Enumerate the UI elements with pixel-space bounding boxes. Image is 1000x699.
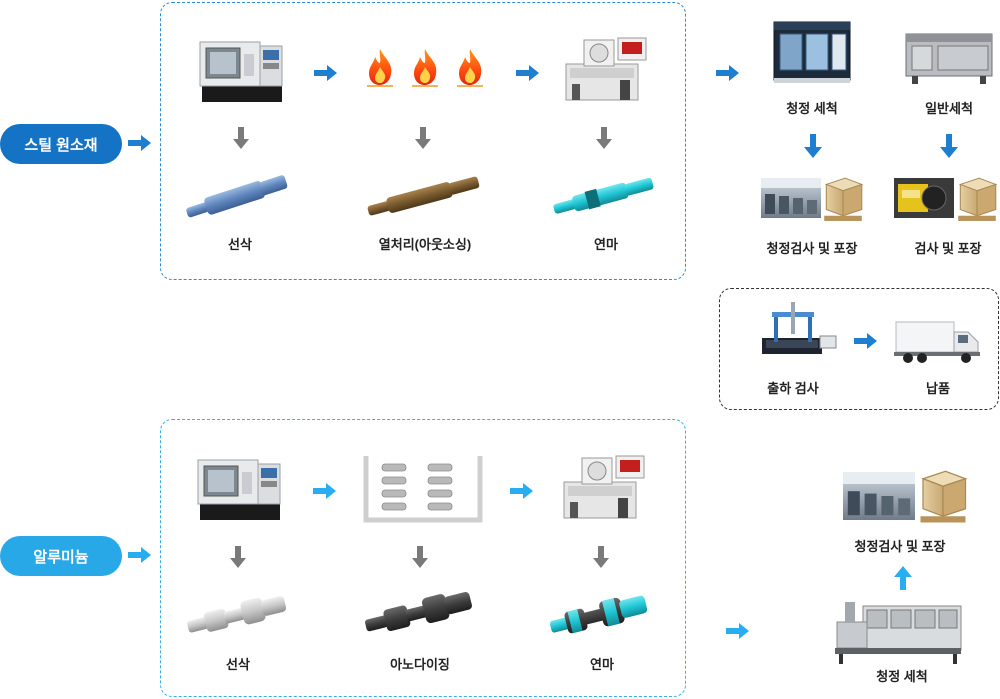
- grinding-machine-icon: [562, 34, 652, 104]
- steel-material-pill: 스틸 원소재: [0, 124, 122, 164]
- cardboard-box-icon: [956, 174, 998, 222]
- shipping-inspection-label: 출하 검사: [767, 381, 819, 396]
- aluminum-step-label: 아노다이징: [390, 657, 450, 672]
- steel-cleaning-label: 일반세척: [925, 101, 973, 116]
- inspection-photo-icon: [894, 178, 954, 218]
- aluminum-material-pill: 알루미늄: [0, 536, 122, 576]
- truck-icon: [892, 316, 982, 366]
- factory-photo-icon: [843, 470, 915, 522]
- cnc-lathe-icon: [196, 36, 286, 106]
- arrow-right-icon: [726, 623, 749, 639]
- aluminum-part-ground-icon: [549, 595, 648, 634]
- steel-cleaning-label: 청정 세척: [786, 101, 838, 116]
- aluminum-packing-label: 청정검사 및 포장: [854, 539, 946, 554]
- arrow-right-icon: [128, 135, 151, 151]
- steel-shaft-ground-icon: [553, 177, 654, 214]
- wash-line-machine-icon: [833, 596, 963, 666]
- steel-step-label: 열처리(아웃소싱): [378, 237, 472, 252]
- shipping-box: [719, 288, 999, 410]
- steel-material-label: 스틸 원소재: [24, 136, 98, 154]
- arrow-down-icon: [415, 127, 431, 149]
- arrow-down-icon: [593, 546, 609, 568]
- cnc-lathe-icon: [194, 454, 284, 524]
- aluminum-cleaning-label: 청정 세척: [876, 669, 928, 684]
- steel-packing-label: 청정검사 및 포장: [766, 241, 858, 256]
- flame-icon: [455, 46, 485, 88]
- arrow-down-icon: [230, 546, 246, 568]
- arrow-right-icon: [516, 65, 539, 81]
- arrow-down-icon: [233, 127, 249, 149]
- steel-step-label: 선삭: [228, 237, 252, 252]
- steel-process-box: [160, 2, 686, 280]
- arrow-up-icon: [894, 566, 912, 590]
- aluminum-material-label: 알루미늄: [33, 548, 89, 566]
- flame-icon: [365, 46, 395, 88]
- anodizing-tank-icon: [363, 456, 483, 523]
- arrow-right-icon: [854, 333, 877, 349]
- general-washer-icon: [904, 26, 994, 86]
- cardboard-box-icon: [918, 466, 968, 524]
- arrow-down-icon: [940, 134, 958, 158]
- aluminum-step-label: 연마: [590, 657, 614, 672]
- cmm-inspection-machine-icon: [758, 300, 838, 360]
- delivery-label: 납품: [926, 381, 950, 396]
- steel-shaft-heat-treated-icon: [367, 176, 480, 216]
- aluminum-part-turned-icon: [187, 596, 287, 633]
- arrow-right-icon: [716, 65, 739, 81]
- aluminum-step-label: 선삭: [226, 657, 250, 672]
- arrow-right-icon: [314, 65, 337, 81]
- flame-icon: [410, 46, 440, 88]
- arrow-down-icon: [412, 546, 428, 568]
- steel-packing-label: 검사 및 포장: [914, 241, 982, 256]
- arrow-down-icon: [804, 134, 822, 158]
- factory-photo-icon: [761, 178, 821, 218]
- aluminum-process-box: [160, 419, 686, 697]
- arrow-right-icon: [510, 483, 533, 499]
- steel-shaft-turned-icon: [186, 175, 288, 218]
- grinding-machine-icon: [560, 452, 650, 522]
- aluminum-part-anodized-icon: [365, 592, 472, 632]
- clean-cleaning-machine-icon: [772, 16, 852, 86]
- arrow-right-icon: [128, 547, 151, 563]
- arrow-right-icon: [313, 483, 336, 499]
- steel-step-label: 연마: [594, 237, 618, 252]
- cardboard-box-icon: [822, 174, 864, 222]
- arrow-down-icon: [596, 127, 612, 149]
